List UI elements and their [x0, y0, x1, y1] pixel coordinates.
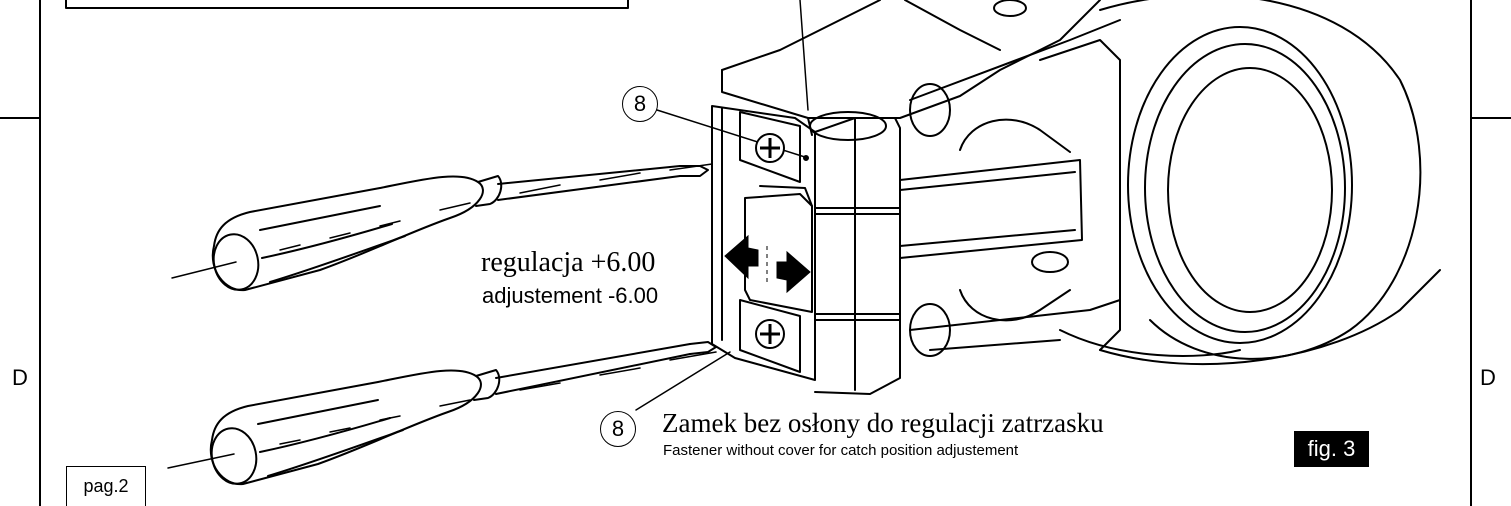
screwdriver-icon — [209, 341, 717, 486]
phillips-screw-icon — [755, 133, 785, 163]
double-arrow-icon — [724, 234, 811, 294]
callout-top: 8 — [622, 86, 658, 122]
figure-label: fig. 3 — [1294, 431, 1369, 467]
adjustment-label-pl: regulacja +6.00 — [481, 247, 656, 278]
zone-marker-left: D — [12, 365, 28, 390]
callout-bottom: 8 — [600, 411, 636, 447]
zone-marker-right: D — [1480, 365, 1496, 390]
title-block-fragment — [65, 0, 629, 9]
adjustment-label-en: adjustement -6.00 — [482, 283, 659, 308]
leader-line-bottom — [635, 351, 731, 411]
page-label: pag.2 — [66, 466, 146, 506]
caption-title: Zamek bez osłony do regulacji zatrzasku — [662, 408, 1104, 438]
lock-plate — [711, 105, 816, 381]
phillips-screw-icon — [755, 319, 785, 349]
caption-subtitle: Fastener without cover for catch positio… — [663, 442, 1019, 459]
